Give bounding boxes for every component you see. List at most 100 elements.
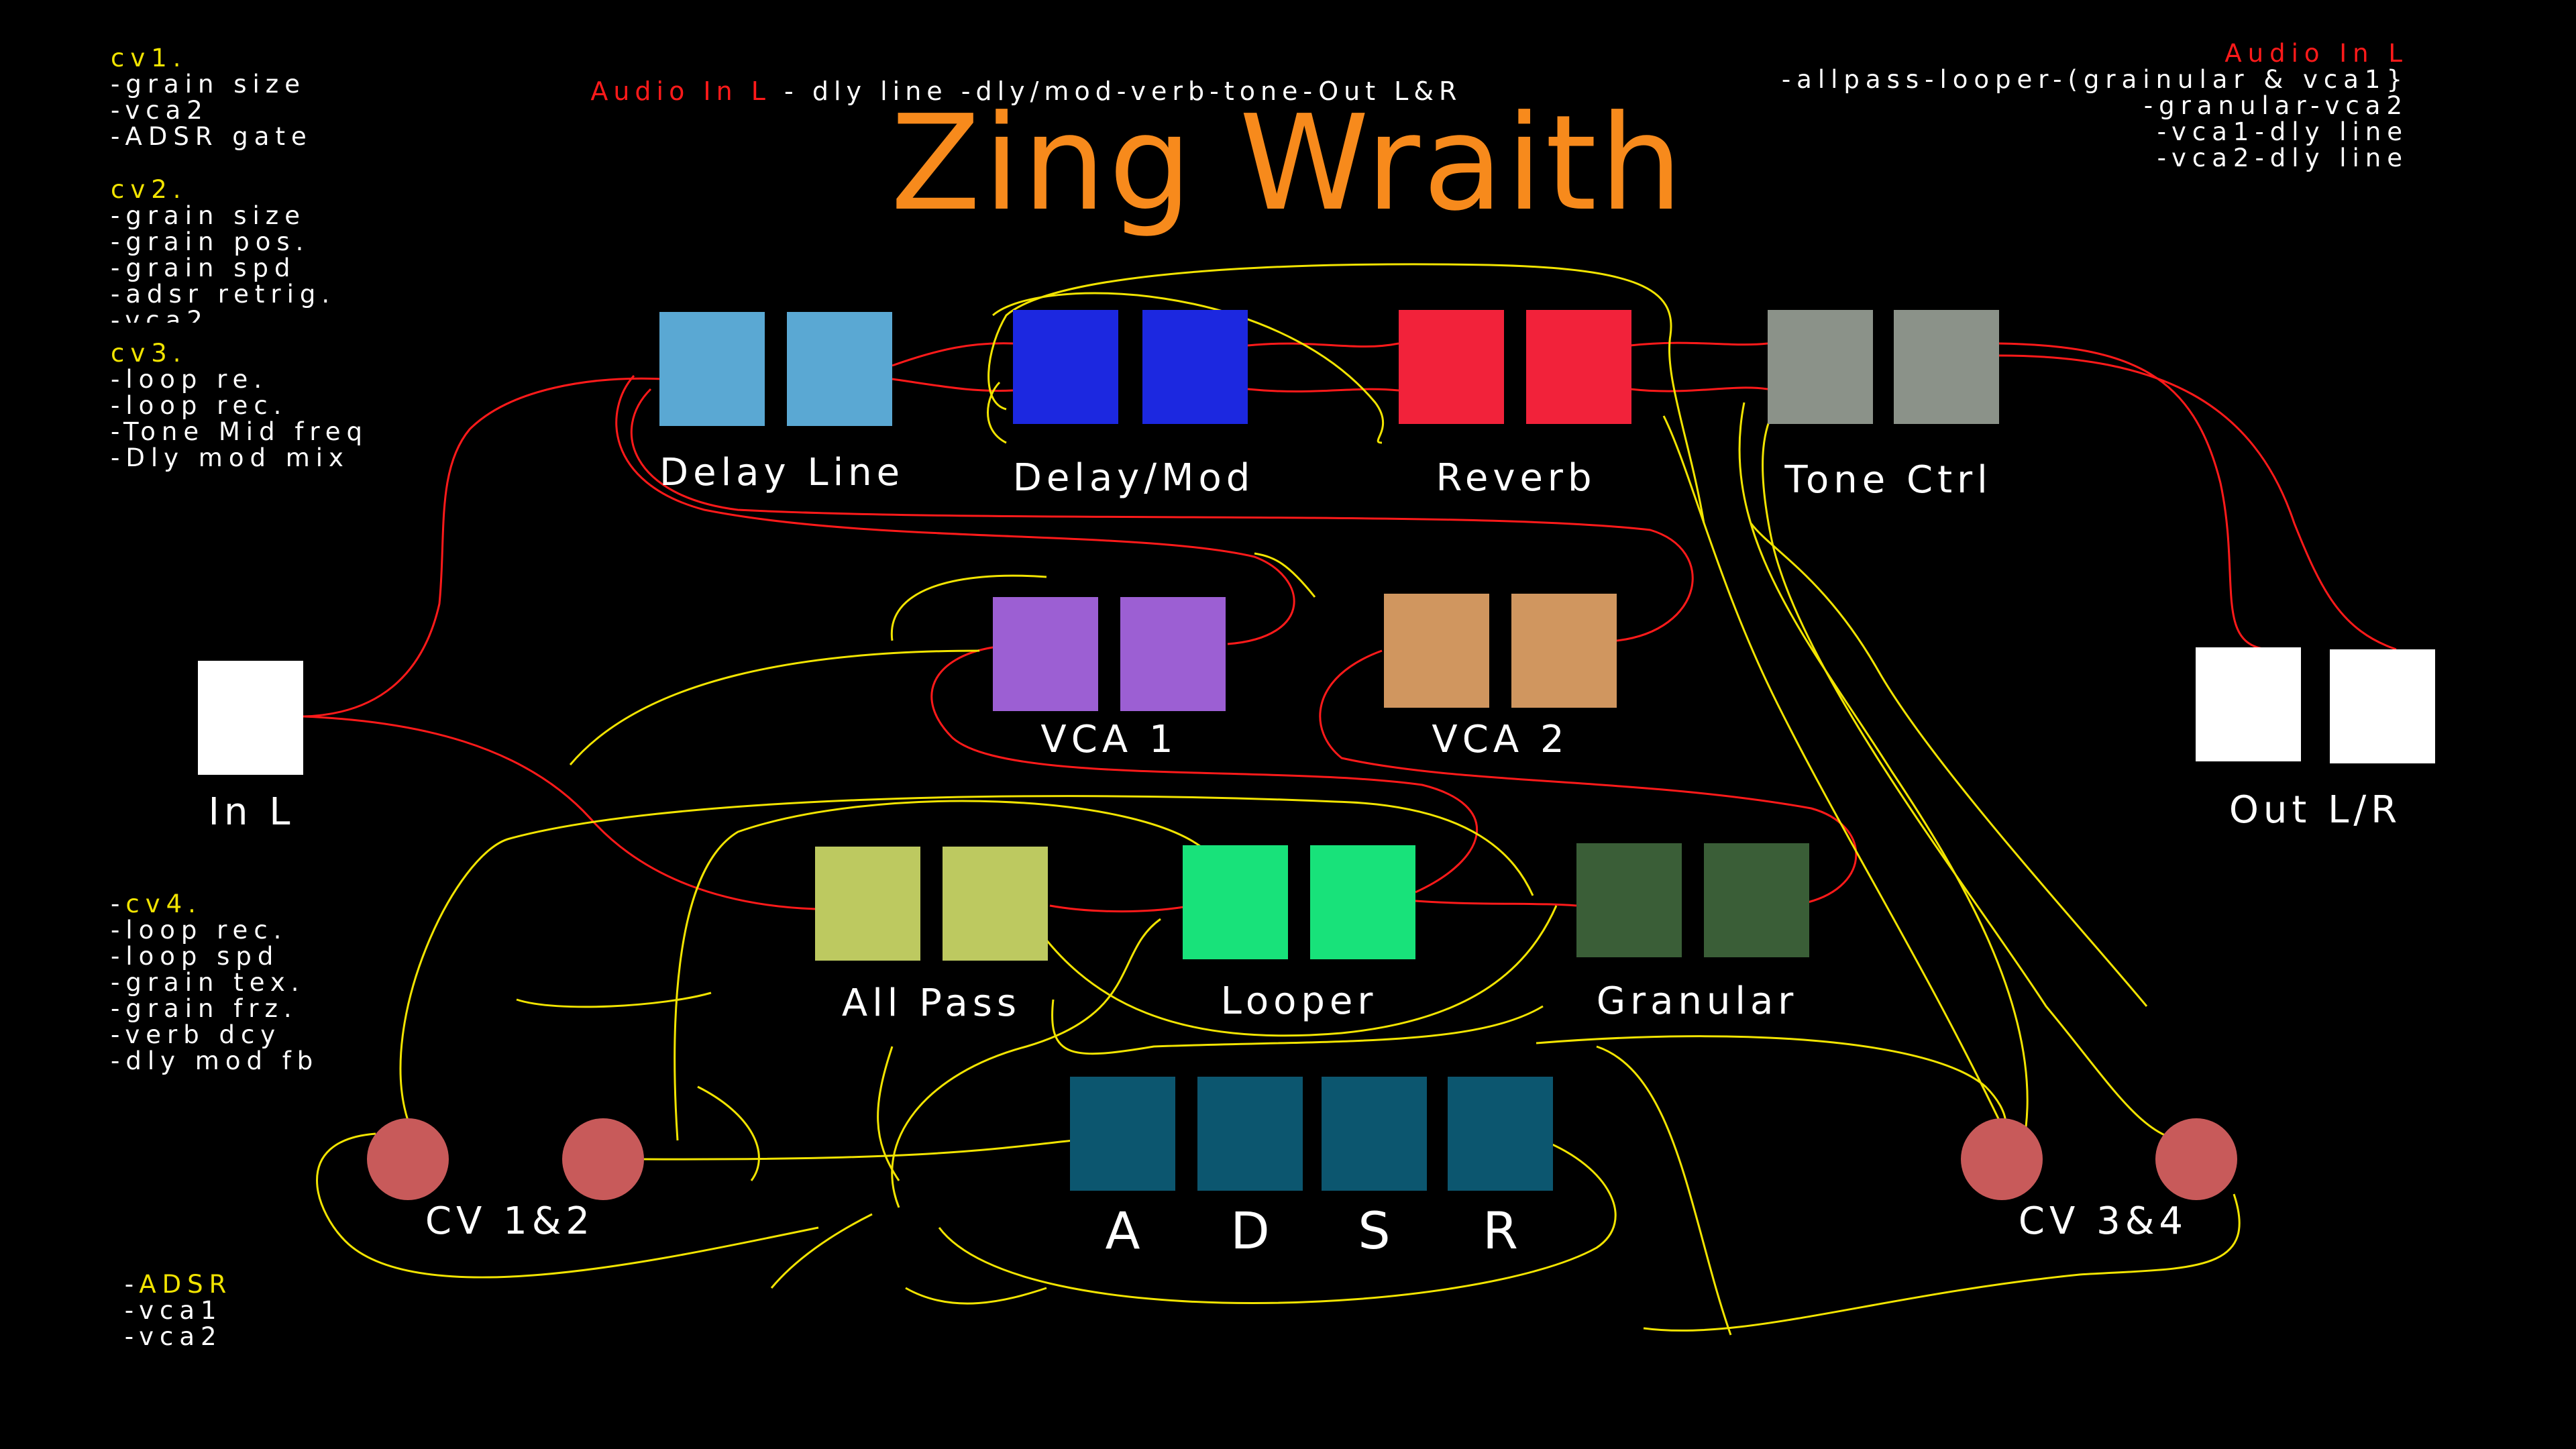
audio-wire-allpass-to-looper bbox=[1049, 904, 1185, 913]
cv3-note: cv3. -loop re. -loop rec. -Tone Mid freq… bbox=[111, 340, 368, 471]
audio-wire-vca1-to-delay bbox=[615, 374, 1295, 645]
cv-wire-12 bbox=[905, 1287, 1047, 1305]
vca2-jack[interactable] bbox=[1384, 594, 1489, 708]
cv-wire-22 bbox=[992, 292, 1385, 444]
note-item: -adsr retrig. bbox=[111, 280, 336, 309]
cv-wire-6 bbox=[569, 649, 980, 765]
cv-wire-24 bbox=[770, 1213, 873, 1289]
cv2-note: cv2. -grain size -grain pos. -grain spd … bbox=[111, 176, 335, 323]
adsr-note: -ADSR -vca1 -vca2 bbox=[111, 1271, 232, 1350]
note-item: -ADSR gate bbox=[111, 122, 313, 151]
audio-wire-granular-to-vca2 bbox=[1319, 649, 1858, 904]
note-item: -verb dcy bbox=[111, 1020, 282, 1049]
looper-jack[interactable] bbox=[1183, 845, 1288, 959]
reverb-jack[interactable] bbox=[1399, 310, 1504, 424]
note-item: -grain size bbox=[111, 70, 306, 99]
audio-wire-in-to-delay bbox=[303, 377, 665, 718]
cv-wire-13 bbox=[938, 1139, 1617, 1304]
secondary-route-line: -vca1-dly line bbox=[2157, 117, 2408, 146]
adsr-letter-d: D bbox=[1230, 1201, 1270, 1260]
vca1-jack[interactable] bbox=[1120, 597, 1226, 711]
note-item: -grain tex. bbox=[111, 968, 305, 997]
delay-line-jack[interactable] bbox=[659, 312, 765, 426]
adsr-letter-a: A bbox=[1105, 1201, 1140, 1260]
adsr-jack[interactable] bbox=[1322, 1077, 1427, 1191]
audio-wire-delay-to-dlymod-b bbox=[892, 378, 1014, 392]
cv12-label: CV 1&2 bbox=[425, 1199, 595, 1243]
all-pass-jack[interactable] bbox=[943, 847, 1048, 961]
note-item: -vca2 bbox=[111, 1322, 223, 1351]
cv-wire-25 bbox=[877, 1046, 900, 1181]
cv-wire-4 bbox=[674, 800, 1209, 1141]
cv4-note: -cv4. -loop rec. -loop spd -grain tex. -… bbox=[111, 891, 319, 1074]
cv-wire-23 bbox=[987, 381, 1007, 444]
delay-mod-jack[interactable] bbox=[1142, 310, 1248, 424]
note-item: -Tone Mid freq bbox=[111, 417, 369, 446]
cv-wire-1 bbox=[399, 795, 1534, 1121]
vca2-label: VCA 2 bbox=[1432, 718, 1569, 761]
tone-ctrl-jack[interactable] bbox=[1768, 310, 1873, 424]
secondary-route-note: Audio In L -allpass-looper-(grainular & … bbox=[1782, 40, 2408, 171]
in-l-jack[interactable] bbox=[198, 661, 303, 775]
granular-jack[interactable] bbox=[1576, 843, 1682, 957]
cv-wire-9 bbox=[891, 918, 1161, 1208]
audio-wires bbox=[303, 341, 2397, 913]
cv1-jack[interactable] bbox=[367, 1118, 449, 1200]
cv3-jack[interactable] bbox=[1961, 1118, 2043, 1200]
cv-wire-8 bbox=[1254, 552, 1316, 598]
cv-wire-16 bbox=[1738, 402, 2029, 1128]
cv-wires bbox=[316, 263, 2241, 1336]
note-heading: cv3. bbox=[111, 339, 187, 368]
audio-wire-looper-to-vca1 bbox=[930, 646, 1479, 894]
adsr-jack[interactable] bbox=[1070, 1077, 1175, 1191]
audio-wire-delay-to-dlymod-a bbox=[892, 342, 1014, 367]
note-prefix: - bbox=[111, 1270, 140, 1299]
cv2-jack[interactable] bbox=[562, 1118, 644, 1200]
note-item: -grain frz. bbox=[111, 994, 298, 1023]
adsr-letter-r: R bbox=[1483, 1201, 1518, 1260]
adsr-jack[interactable] bbox=[1448, 1077, 1553, 1191]
note-item: -vca2 bbox=[111, 306, 209, 323]
out-lr-label: Out L/R bbox=[2229, 788, 2402, 832]
tone-ctrl-jack[interactable] bbox=[1894, 310, 1999, 424]
audio-wire-vca2-to-delay bbox=[630, 388, 1694, 642]
out-r-jack[interactable] bbox=[2330, 649, 2435, 763]
delay-line-label: Delay Line bbox=[659, 451, 905, 494]
granular-jack[interactable] bbox=[1704, 843, 1809, 957]
cv-wire-7 bbox=[890, 574, 1047, 641]
cv-wire-11 bbox=[1051, 999, 1544, 1055]
adsr-jack[interactable] bbox=[1197, 1077, 1303, 1191]
out-l-jack[interactable] bbox=[2196, 647, 2301, 761]
delay-mod-label: Delay/Mod bbox=[1012, 456, 1255, 500]
vca1-jack[interactable] bbox=[993, 597, 1098, 711]
audio-wire-looper-to-granular bbox=[1415, 900, 1577, 907]
cv4-jack[interactable] bbox=[2155, 1118, 2237, 1200]
cv-wire-2 bbox=[316, 1132, 819, 1279]
audio-wire-in-to-allpass bbox=[303, 715, 816, 910]
vca2-jack[interactable] bbox=[1511, 594, 1617, 708]
note-prefix: - bbox=[111, 890, 126, 918]
cv-wire-14 bbox=[1536, 1035, 2007, 1130]
delay-line-jack[interactable] bbox=[787, 312, 892, 426]
delay-mod-jack[interactable] bbox=[1013, 310, 1118, 424]
note-item: -grain pos. bbox=[111, 227, 310, 256]
secondary-route-line: -vca2-dly line bbox=[2157, 144, 2408, 172]
note-item: -dly mod fb bbox=[111, 1046, 319, 1075]
cv-wire-18 bbox=[1643, 1193, 2241, 1332]
note-heading: ADSR bbox=[139, 1270, 233, 1299]
all-pass-jack[interactable] bbox=[815, 847, 920, 961]
granular-label: Granular bbox=[1596, 979, 1799, 1023]
audio-wire-dlymod-to-reverb-a bbox=[1247, 342, 1399, 348]
cv-wire-10 bbox=[1025, 905, 1558, 1037]
tone-ctrl-label: Tone Ctrl bbox=[1784, 458, 1992, 502]
reverb-jack[interactable] bbox=[1526, 310, 1631, 424]
note-heading: cv4. bbox=[125, 890, 202, 918]
secondary-route-input: Audio In L bbox=[2224, 39, 2408, 68]
note-item: -vca1 bbox=[111, 1296, 223, 1325]
cv-wire-21 bbox=[987, 263, 1705, 524]
cv1-note: cv1. -grain size -vca2 -ADSR gate bbox=[111, 45, 313, 150]
looper-label: Looper bbox=[1220, 979, 1378, 1023]
looper-jack[interactable] bbox=[1310, 845, 1415, 959]
